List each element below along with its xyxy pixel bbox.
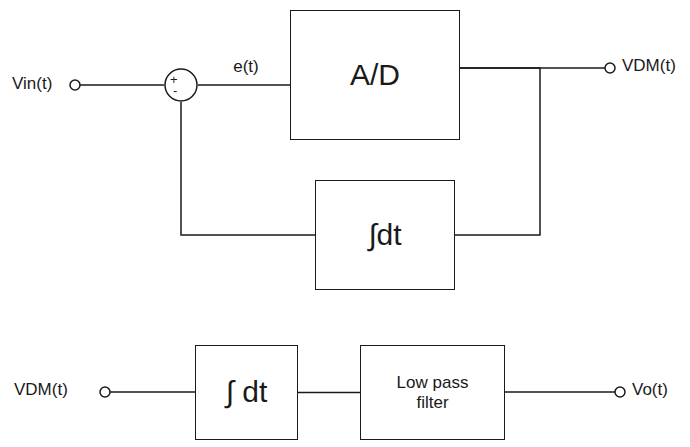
input-wire	[80, 84, 164, 86]
signal-wire	[181, 102, 315, 235]
input-terminal	[100, 387, 110, 397]
block-label: ∫ dt	[226, 375, 268, 410]
summing-circle-outline	[165, 69, 197, 101]
signal-wire	[298, 392, 360, 394]
block-label: A/D	[350, 58, 400, 93]
sign-label: -	[173, 84, 177, 97]
signal-name: VDM(t)	[14, 381, 68, 400]
output-terminal	[605, 63, 615, 73]
integrator-box: ∫dt	[315, 180, 455, 290]
signal-name: e(t)	[231, 58, 261, 77]
filter-box: Low pass filter	[360, 345, 505, 440]
signal-name: Vo(t)	[632, 381, 668, 400]
signal-wire	[455, 68, 540, 235]
signal-name: Vin(t)	[12, 75, 52, 94]
input-terminal	[70, 80, 80, 90]
summing-circle	[164, 68, 198, 102]
summing-junction: +-	[164, 68, 198, 102]
converter-box: A/D	[290, 10, 460, 140]
signal-name: VDM(t)	[622, 57, 676, 76]
block-label: ∫dt	[368, 218, 401, 253]
output-wire	[505, 391, 615, 393]
signal-wire	[198, 84, 290, 86]
integrator-box: ∫ dt	[195, 345, 298, 440]
input-wire	[110, 391, 195, 393]
block-label: Low pass filter	[388, 373, 478, 412]
output-terminal	[615, 387, 625, 397]
